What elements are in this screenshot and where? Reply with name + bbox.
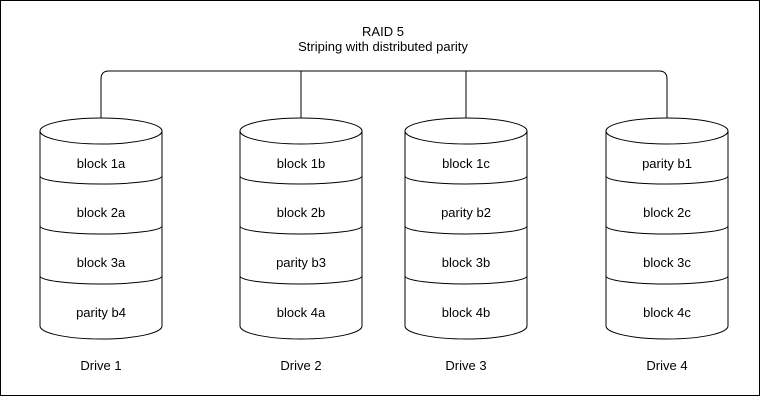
drive-2-block-2: block 2b bbox=[276, 205, 326, 220]
drive-1-block-3: block 3a bbox=[76, 255, 126, 270]
drive-1-block-2: block 2a bbox=[76, 205, 126, 220]
drive-4-cylinder: parity b1 block 2c block 3c block 4c bbox=[605, 117, 729, 340]
page-title: RAID 5 bbox=[362, 24, 404, 39]
drive-4-label: Drive 4 bbox=[646, 358, 688, 373]
drive-4-block-4: block 4c bbox=[643, 305, 691, 320]
drive-1-cylinder: block 1a block 2a block 3a parity b4 bbox=[39, 117, 163, 340]
drive-3-block-4: block 4b bbox=[441, 305, 491, 320]
drive-4-block-3: block 3c bbox=[643, 255, 691, 270]
drive-2-cylinder: block 1b block 2b parity b3 block 4a bbox=[239, 117, 363, 340]
disk-cylinder-icon bbox=[239, 117, 363, 340]
drive-3-block-1: block 1c bbox=[442, 156, 490, 171]
drive-1-label: Drive 1 bbox=[80, 358, 122, 373]
drive-3-label: Drive 3 bbox=[445, 358, 487, 373]
drive-2-block-3: parity b3 bbox=[276, 255, 326, 270]
drive-4-block-1: parity b1 bbox=[642, 156, 692, 171]
diagram-title-block: RAID 5 Striping with distributed parity bbox=[100, 24, 666, 54]
drive-2-block-4: block 4a bbox=[276, 305, 326, 320]
drive-3-block-2: parity b2 bbox=[441, 205, 491, 220]
disk-cylinder-icon bbox=[605, 117, 729, 340]
drive-2-label: Drive 2 bbox=[280, 358, 322, 373]
page-subtitle: Striping with distributed parity bbox=[298, 39, 468, 54]
disk-cylinder-icon bbox=[404, 117, 528, 340]
disk-cylinder-icon bbox=[39, 117, 163, 340]
drive-4-block-2: block 2c bbox=[643, 205, 691, 220]
drive-1-block-1: block 1a bbox=[76, 156, 126, 171]
drive-3-cylinder: block 1c parity b2 block 3b block 4b bbox=[404, 117, 528, 340]
drive-3-block-3: block 3b bbox=[441, 255, 491, 270]
drive-1-block-4: parity b4 bbox=[76, 305, 126, 320]
drive-2-block-1: block 1b bbox=[276, 156, 326, 171]
